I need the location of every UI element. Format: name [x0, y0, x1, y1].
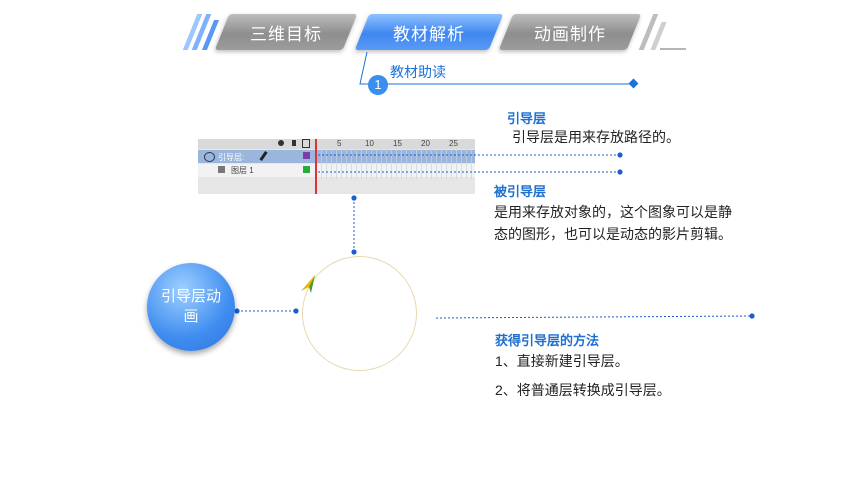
method-item: 1、直接新建引导层。	[495, 350, 629, 372]
guide-layer-heading: 引导层	[507, 108, 546, 127]
guided-layer-heading: 被引导层	[494, 181, 546, 200]
paper-plane-icon	[299, 273, 319, 295]
method-heading: 获得引导层的方法	[495, 330, 599, 349]
guide-layer-animation-button[interactable]: 引导层动画	[147, 263, 235, 351]
guide-layer-text: 引导层是用来存放路径的。	[512, 126, 680, 148]
guided-layer-text: 是用来存放对象的，这个图象可以是静态的图形，也可以是动态的影片剪辑。	[494, 201, 742, 245]
animation-button-label: 引导层动画	[160, 287, 222, 327]
motion-path-circle	[302, 256, 417, 371]
method-item: 2、将普通层转换成引导层。	[495, 379, 671, 401]
